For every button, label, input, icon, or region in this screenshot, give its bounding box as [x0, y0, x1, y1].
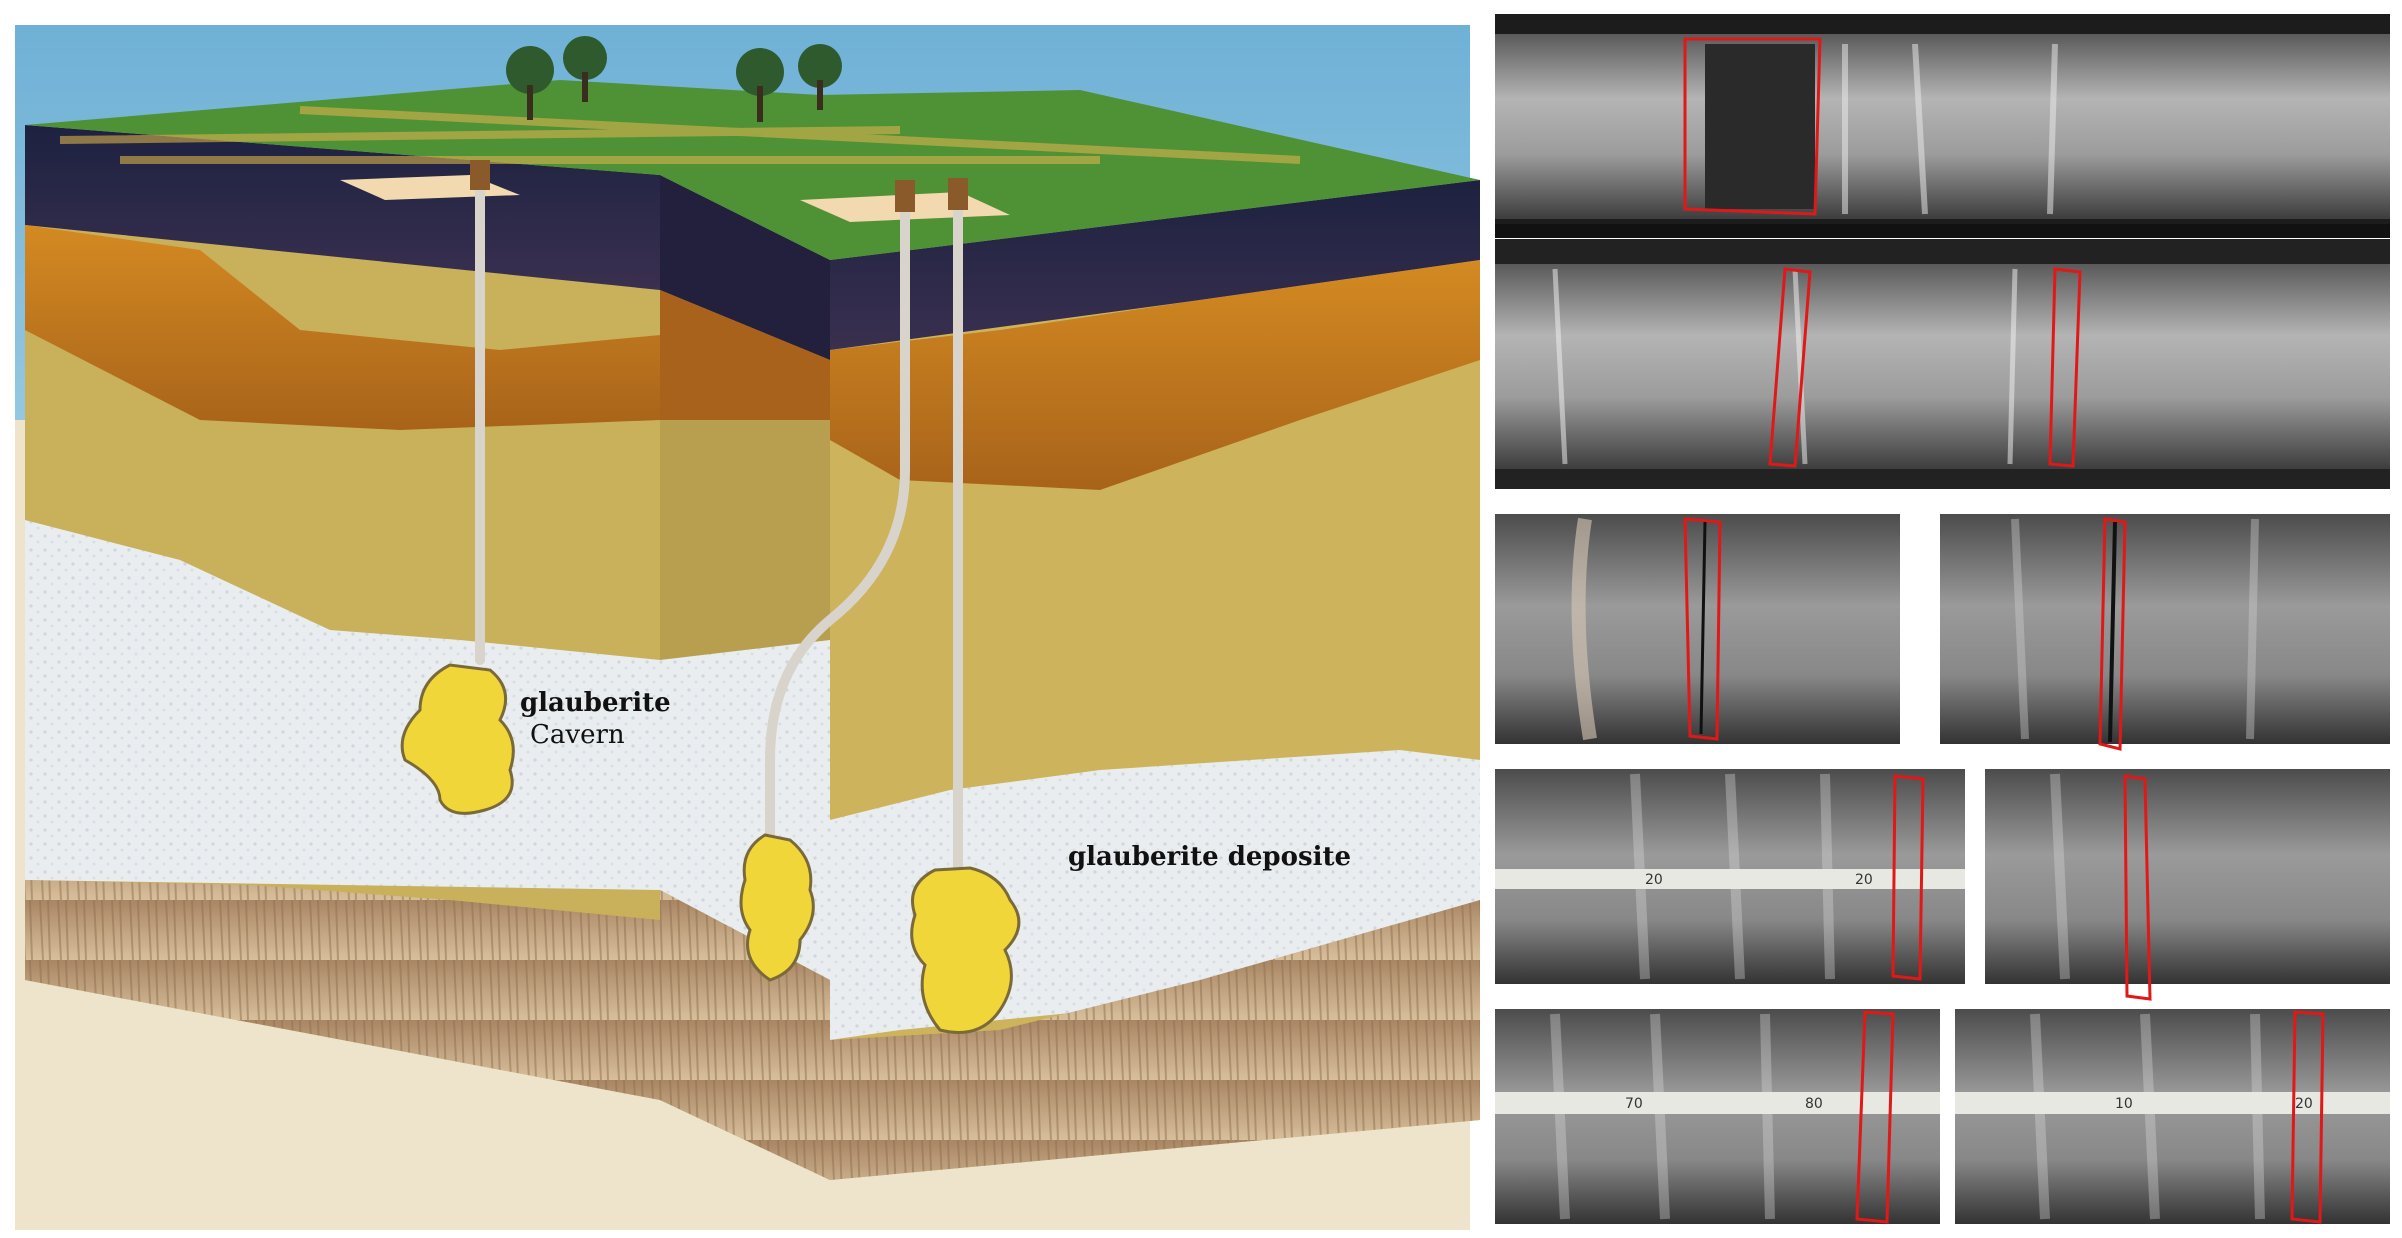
fracture-outline — [2290, 1010, 2325, 1224]
wells — [475, 183, 963, 885]
tape-number: 20 — [1855, 872, 1873, 888]
tape-number: 10 — [2115, 1096, 2133, 1112]
tape-number: 20 — [1645, 872, 1663, 888]
fracture-outline — [1683, 37, 1822, 216]
block-diagram — [15, 25, 1480, 1230]
core-panel-2 — [1495, 239, 2390, 489]
deposit-label: glauberite deposite — [1068, 842, 1352, 872]
cavern-label-line2: Cavern — [530, 720, 625, 750]
front-left-face — [25, 125, 660, 1100]
fracture-outline — [2098, 517, 2127, 751]
well-deviated — [765, 205, 910, 855]
core-photos: 20 20 70 80 10 20 — [1495, 14, 2390, 1224]
fracture-outline — [1683, 517, 1722, 741]
core-panel-8 — [1955, 1009, 2390, 1224]
ground-surface — [25, 80, 1480, 260]
fracture-outline — [1855, 1010, 1895, 1224]
caverns — [400, 663, 1021, 1034]
core-panel-4 — [1940, 514, 2390, 751]
core-panel-1 — [1495, 14, 2390, 238]
fracture-outline — [2048, 267, 2082, 468]
wellheads — [470, 160, 968, 212]
front-right-face — [830, 180, 1480, 1180]
measuring-tape — [1955, 1092, 2390, 1114]
trees — [506, 36, 842, 122]
notch-face — [660, 175, 830, 1180]
core-panel-7 — [1495, 1009, 1940, 1224]
cavern-middle — [739, 833, 815, 982]
core-panel-3 — [1495, 514, 1900, 744]
measuring-tape — [1495, 1092, 1940, 1114]
core-panel-6 — [1985, 769, 2390, 1001]
tape-number: 20 — [2295, 1096, 2313, 1112]
fracture-outline — [1891, 774, 1925, 981]
tape-number: 70 — [1625, 1096, 1643, 1112]
tape-number: 80 — [1805, 1096, 1823, 1112]
core-panel-5 — [1495, 769, 1965, 984]
cavern-right — [910, 866, 1021, 1034]
fracture-outline — [2123, 774, 2152, 1001]
cavern-label-line1: glauberite — [520, 688, 671, 718]
measuring-tape — [1495, 869, 1965, 889]
cavern-left — [400, 663, 515, 815]
fracture-outline — [1768, 267, 1812, 468]
